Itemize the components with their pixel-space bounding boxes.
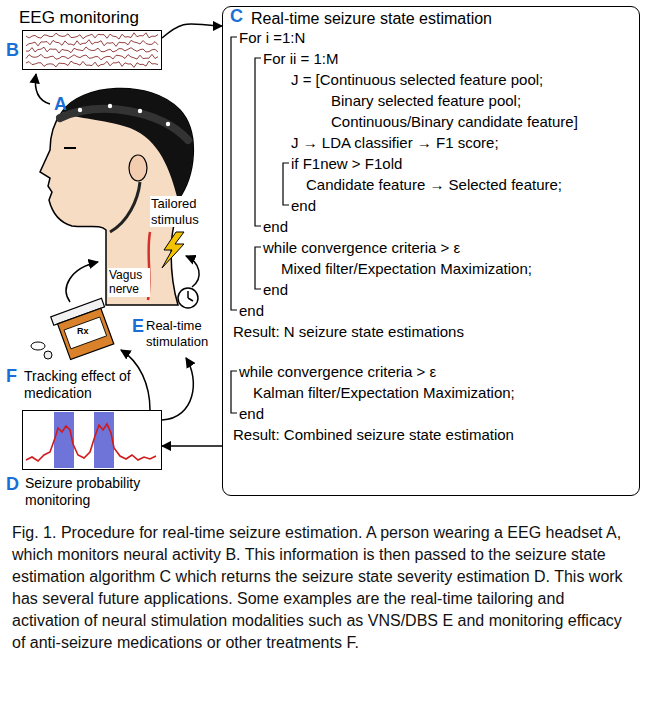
hair <box>62 88 193 200</box>
probability-trace <box>26 424 156 461</box>
flow-connector <box>162 24 222 38</box>
eeg-box: EEG monitoring <box>22 30 162 70</box>
pseudocode-line: Mixed filter/Expectation Maximization; <box>281 260 532 278</box>
flow-connector <box>162 445 222 447</box>
pseudocode-line: For ii = 1:M <box>263 50 338 68</box>
pseudocode-line: Binary selected feature pool; <box>331 92 521 110</box>
bottle-label <box>64 317 107 349</box>
medication-bottle <box>51 298 118 361</box>
lightning-bolt <box>162 232 184 268</box>
callout-letter: E <box>132 316 144 338</box>
eeg-trace <box>26 40 158 47</box>
annotation-text: Tailored stimulus <box>150 196 214 227</box>
estimation-box: Real-time seizure state estimationFor i … <box>222 6 640 496</box>
electrode <box>78 108 82 112</box>
bottle-text: Rx <box>77 326 89 337</box>
code-bracket <box>255 58 261 226</box>
pseudocode-line: end <box>263 218 288 236</box>
code-bracket <box>283 163 289 205</box>
eeg-trace <box>26 47 158 53</box>
seizure-band <box>94 412 114 468</box>
pseudocode-line: if F1new > F1old <box>291 155 402 173</box>
figure-caption: Fig. 1. Procedure for real-time seizure … <box>12 522 636 654</box>
flow-arrow <box>66 262 98 302</box>
pill <box>31 342 45 350</box>
chin-strap <box>110 182 140 232</box>
bottle-body <box>58 308 114 359</box>
eeg-trace <box>26 54 158 60</box>
pseudocode-line: end <box>291 197 316 215</box>
clock-hands <box>188 291 193 301</box>
clock-icon <box>178 288 198 308</box>
code-bracket <box>231 37 237 310</box>
callout-letter: C <box>230 6 243 28</box>
pseudocode-line: Result: N seizure state estimations <box>233 323 464 341</box>
pill <box>44 351 52 359</box>
ear <box>129 155 147 181</box>
pseudocode-line: end <box>263 281 288 299</box>
box-heading: EEG monitoring <box>19 8 139 28</box>
pseudocode-line: For i =1:N <box>239 29 305 47</box>
eeg-traces <box>26 33 158 68</box>
eeg-trace <box>26 33 158 39</box>
eeg-trace <box>26 61 158 67</box>
pseudocode-line: Continuous/Binary candidate feature] <box>331 113 578 131</box>
box-heading: Seizure probability monitoring <box>25 475 161 509</box>
eye <box>64 147 76 149</box>
plot-box: Seizure probability monitoring <box>22 410 162 470</box>
annotation-text: Real-time stimulation <box>146 318 214 349</box>
callout-letter: D <box>6 474 19 496</box>
code-bracket <box>231 371 237 413</box>
pseudocode-line: J = [Continuous selected feature pool; <box>291 71 543 89</box>
box-heading: Real-time seizure state estimation <box>251 9 492 28</box>
annotation-text: Vagus nerve <box>108 268 150 297</box>
seizure-band <box>54 412 74 468</box>
electrode <box>138 109 142 113</box>
pseudocode-line: end <box>239 405 264 423</box>
electrode <box>166 122 170 126</box>
pseudocode-line: Kalman filter/Expectation Maximization; <box>253 384 515 402</box>
electrode <box>108 104 112 108</box>
code-bracket <box>255 247 261 289</box>
callout-letter: A <box>54 94 67 116</box>
flow-arrow <box>35 74 50 104</box>
pseudocode-line: end <box>239 302 264 320</box>
flow-arrow <box>186 256 199 287</box>
pseudocode-line: Candidate feature → Selected feature; <box>306 176 562 194</box>
callout-letter: B <box>6 40 19 62</box>
callout-letter: F <box>6 366 17 388</box>
eeg-headband <box>60 109 188 140</box>
pseudocode-line: Result: Combined seizure state estimatio… <box>233 426 514 444</box>
pseudocode-line: while convergence criteria > ε <box>239 363 436 381</box>
flow-arrow <box>162 358 193 420</box>
annotation-text: Tracking effect of medication <box>24 368 134 402</box>
pseudocode-line: while convergence criteria > ε <box>263 239 460 257</box>
pseudocode-line: J → LDA classifier → F1 score; <box>291 134 499 152</box>
